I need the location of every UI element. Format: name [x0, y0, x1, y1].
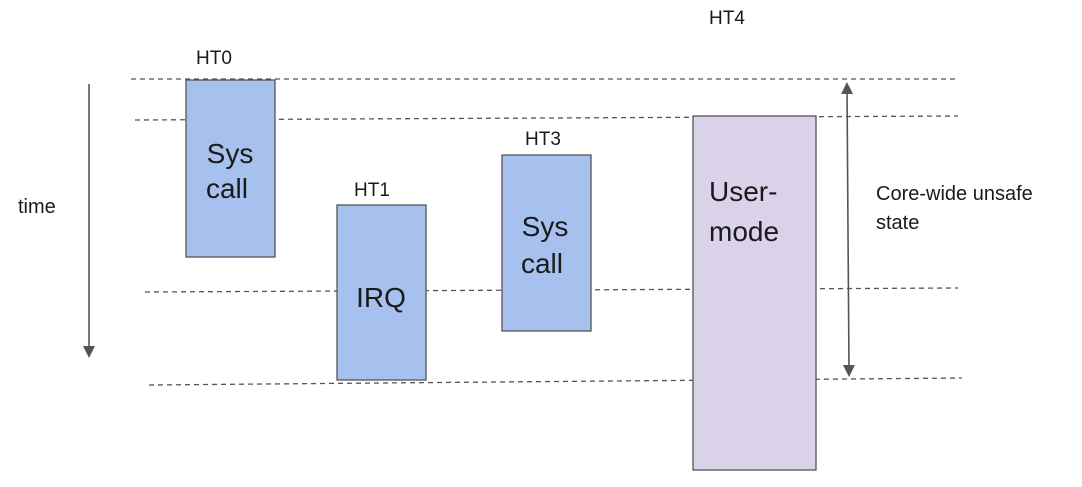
ht4-label: HT4: [709, 8, 745, 29]
ht3-label: HT3: [525, 129, 561, 150]
ht1-label: HT1: [354, 180, 390, 201]
unsafe-state-span-arrow: [841, 82, 855, 377]
ht0-syscall-box: [185, 79, 276, 258]
ht4-box-line-2: mode: [709, 216, 779, 247]
time-axis-label: time: [18, 196, 56, 218]
ht0-label: HT0: [196, 48, 232, 69]
ht0-box-line-2: call: [206, 173, 248, 204]
ht1-irq-box: [336, 204, 427, 381]
dashed-line-4: [148, 377, 963, 386]
ht3-box-line-2: call: [521, 248, 563, 279]
unsafe-state-label-line-1: Core-wide unsafe: [876, 183, 1033, 205]
ht3-box-line-1: Sys: [522, 211, 569, 242]
ht1-box-line-1: IRQ: [356, 282, 406, 313]
ht4-box-line-1: User-: [709, 176, 777, 207]
ht3-syscall-box: [501, 154, 592, 332]
ht0-box-line-1: Sys: [207, 138, 254, 169]
ht4-usermode-box: [692, 115, 817, 471]
unsafe-state-label-line-2: state: [876, 212, 919, 234]
